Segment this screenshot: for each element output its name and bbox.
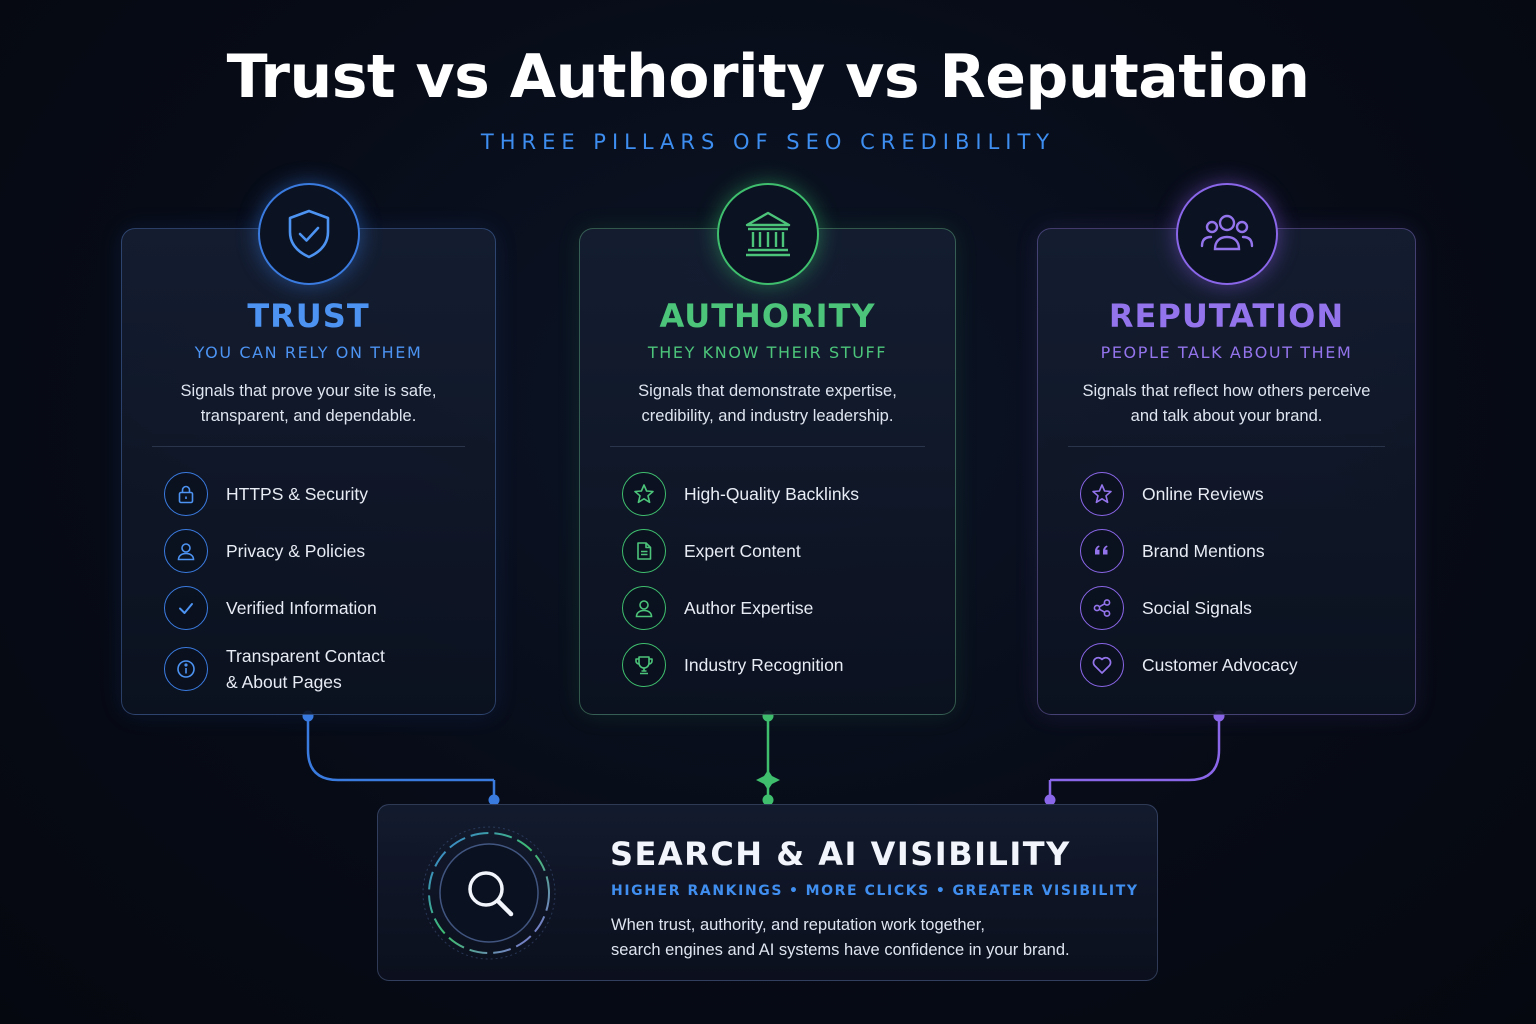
list-item: Author Expertise [622, 579, 935, 636]
item-label: Verified Information [226, 597, 377, 618]
signal-list: Online Reviews Brand Mentions Social Sig… [1080, 465, 1395, 693]
signal-list: HTTPS & Security Privacy & Policies Veri… [164, 465, 475, 702]
star-icon [622, 471, 666, 516]
card-tagline: PEOPLE TALK ABOUT THEM [1100, 343, 1353, 362]
outcome-description: When trust, authority, and reputation wo… [611, 916, 1070, 959]
institution-icon [716, 183, 819, 285]
separator-dot: • [789, 883, 800, 899]
list-item: Transparent Contact & About Pages [164, 636, 475, 702]
trophy-icon [622, 642, 666, 687]
card-title: REPUTATION [1108, 297, 1345, 335]
item-label: Brand Mentions [1142, 540, 1265, 561]
outcome-tag: GREATER VISIBILITY [952, 883, 1139, 899]
item-label: Transparent Contact & About Pages [226, 646, 385, 692]
people-group-icon [1175, 183, 1278, 285]
trust-card: TRUST YOU CAN RELY ON THEM Signals that … [121, 183, 496, 715]
checkmark-icon [164, 585, 208, 630]
item-label: Author Expertise [684, 597, 814, 618]
list-item: Industry Recognition [622, 636, 935, 693]
junction-star [756, 770, 780, 790]
card-description: Signals that prove your site is safe, tr… [180, 382, 437, 425]
star-icon [1080, 471, 1124, 516]
reputation-connector [1050, 716, 1221, 782]
signal-list: High-Quality Backlinks Expert Content Au… [622, 465, 935, 693]
user-icon [164, 528, 208, 573]
divider [152, 446, 465, 447]
list-item: High-Quality Backlinks [622, 465, 935, 522]
card-description: Signals that demonstrate expertise, cred… [638, 382, 897, 425]
page-title: Trust vs Authority vs Reputation [226, 42, 1310, 112]
authority-card: AUTHORITY THEY KNOW THEIR STUFF Signals … [579, 183, 956, 715]
list-item: Customer Advocacy [1080, 636, 1395, 693]
user-icon [622, 585, 666, 630]
item-label: Social Signals [1142, 597, 1252, 618]
outcome-tags: HIGHER RANKINGS • MORE CLICKS • GREATER VISI… [611, 883, 1139, 899]
list-item: Verified Information [164, 579, 475, 636]
item-label: Customer Advocacy [1142, 654, 1298, 675]
lock-icon [164, 471, 208, 516]
trust-connector [306, 716, 494, 782]
document-icon [622, 528, 666, 573]
shield-check-icon [257, 183, 360, 285]
list-item: Online Reviews [1080, 465, 1395, 522]
divider [610, 446, 925, 447]
reputation-card: REPUTATION PEOPLE TALK ABOUT THEM Signal… [1037, 183, 1416, 715]
outcome-tag: MORE CLICKS [805, 883, 930, 899]
divider [1068, 446, 1385, 447]
list-item: Social Signals [1080, 579, 1395, 636]
item-label: Privacy & Policies [226, 540, 366, 561]
card-description: Signals that reflect how others perceive… [1082, 382, 1371, 425]
info-icon [164, 647, 208, 691]
share-icon [1080, 585, 1124, 630]
card-tagline: YOU CAN RELY ON THEM [194, 343, 423, 362]
list-item: Privacy & Policies [164, 522, 475, 579]
page-subtitle: THREE PILLARS OF SEO CREDIBILITY [480, 130, 1056, 154]
item-label: Expert Content [684, 540, 801, 561]
outcome-tag: HIGHER RANKINGS [611, 883, 784, 899]
card-title: AUTHORITY [659, 297, 876, 335]
quote-icon [1080, 528, 1124, 573]
item-label: HTTPS & Security [226, 483, 368, 504]
list-item: HTTPS & Security [164, 465, 475, 522]
magnifier-icon [422, 826, 556, 960]
card-tagline: THEY KNOW THEIR STUFF [647, 343, 888, 362]
heart-icon [1080, 642, 1124, 687]
list-item: Expert Content [622, 522, 935, 579]
outcome-title: SEARCH & AI VISIBILITY [610, 835, 1071, 873]
item-label: Industry Recognition [684, 654, 844, 675]
item-label: Online Reviews [1142, 483, 1264, 504]
separator-dot: • [935, 883, 947, 899]
item-label: High-Quality Backlinks [684, 483, 860, 504]
list-item: Brand Mentions [1080, 522, 1395, 579]
card-title: TRUST [247, 297, 370, 335]
outcome-panel: SEARCH & AI VISIBILITY HIGHER RANKINGS • M… [377, 804, 1158, 981]
